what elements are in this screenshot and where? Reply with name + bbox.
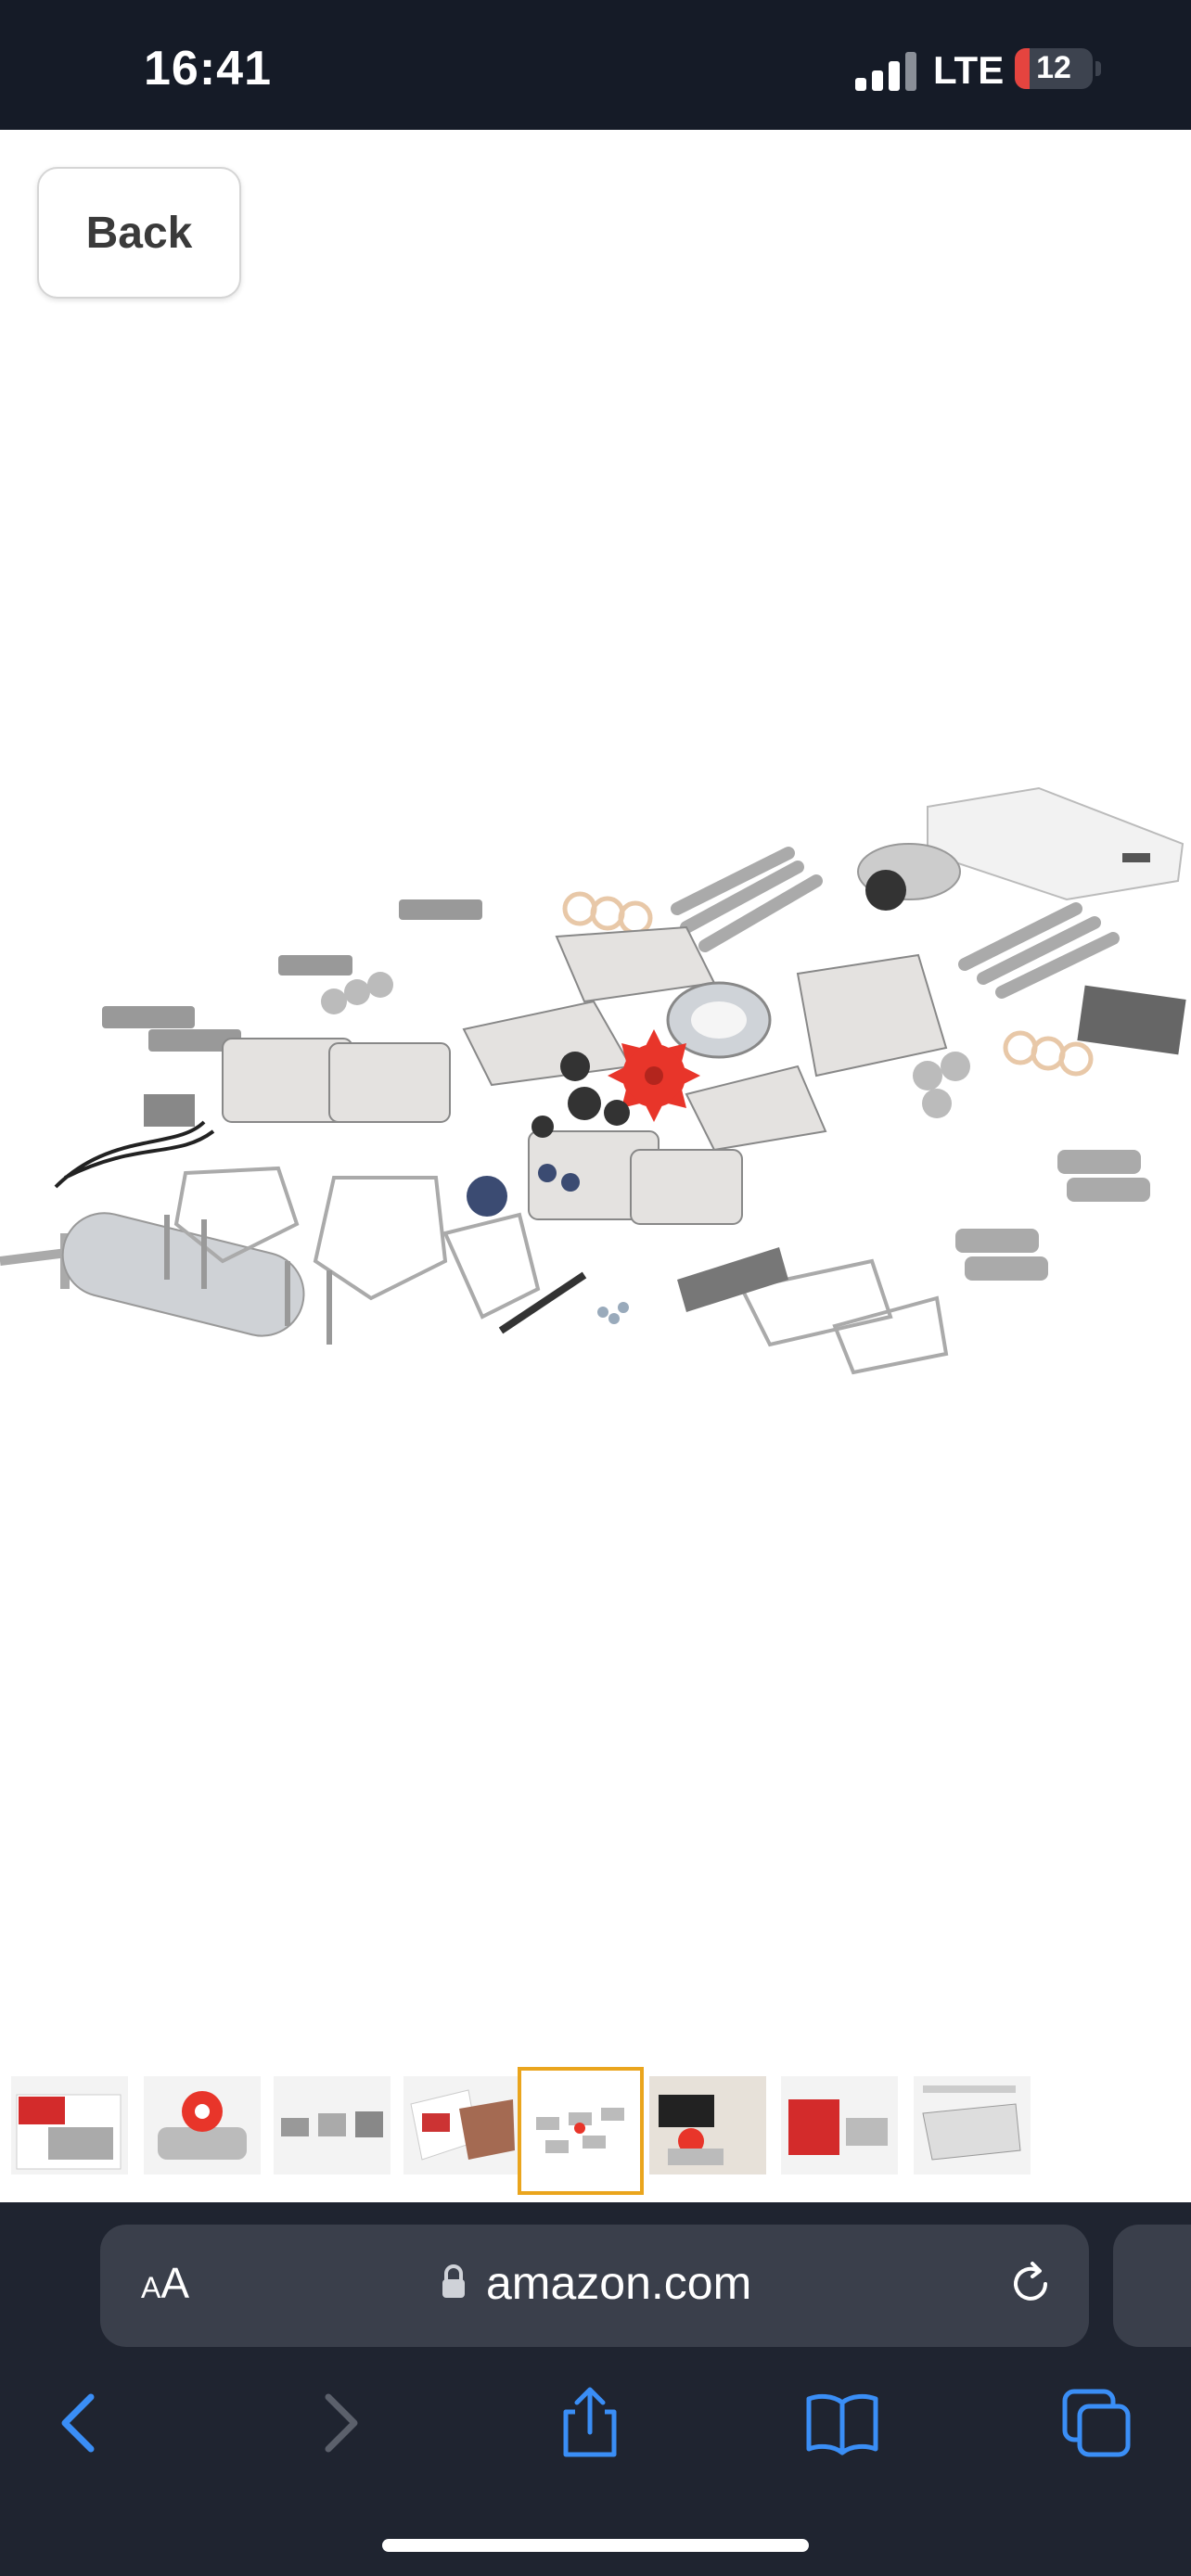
product-image[interactable] [0,742,1191,1447]
home-indicator[interactable] [382,2539,809,2552]
thumbnail-5-selected[interactable] [518,2067,644,2195]
forward-chevron-icon[interactable] [302,2386,377,2460]
status-time: 16:41 [144,42,272,96]
thumbnail-strip [0,2063,1191,2202]
engine-model-icon [158,2091,247,2160]
next-tab-address-bar[interactable] [1113,2225,1191,2347]
thumbnail-7[interactable] [781,2076,898,2174]
manual-pages-icon [410,2089,515,2161]
cellular-signal-icon [855,52,920,91]
engine-on-tv-icon [649,2076,766,2174]
back-button[interactable]: Back [37,167,241,299]
status-bar: 16:41 LTE 12 [0,0,1191,130]
network-type: LTE [933,48,1005,92]
url-text: amazon.com [486,2257,752,2309]
reload-icon[interactable] [1005,2258,1057,2310]
aa-large-label: A [160,2259,190,2307]
bookmarks-icon[interactable] [805,2386,879,2460]
browser-toolbar: AA amazon.com [0,2202,1191,2576]
engine-diagram-icon [922,2085,1021,2161]
share-icon[interactable] [553,2386,627,2460]
thumbnail-4[interactable] [403,2076,520,2174]
thumbnail-3[interactable] [274,2076,391,2174]
engine-parts-small-icon [281,2111,383,2137]
tabs-icon[interactable] [1059,2386,1133,2460]
exploded-parts-icon [536,2108,624,2153]
thumbnail-1[interactable] [11,2076,128,2174]
lock-icon [442,2264,465,2298]
back-chevron-icon[interactable] [43,2386,117,2460]
thumbnail-8[interactable] [914,2076,1031,2174]
battery-level: 12 [1036,50,1071,85]
engine-parts-icon [0,786,1186,1375]
thumbnail-6[interactable] [649,2076,766,2174]
battery-tip [1095,61,1101,76]
address-bar[interactable]: AA amazon.com [100,2225,1089,2347]
battery-icon: 12 [1015,48,1093,89]
thumbnail-2[interactable] [144,2076,261,2174]
product-box-side-icon [788,2099,888,2155]
product-box-icon [16,2094,122,2170]
reader-aa-button[interactable]: AA [141,2258,189,2308]
aa-small-label: A [141,2271,161,2304]
